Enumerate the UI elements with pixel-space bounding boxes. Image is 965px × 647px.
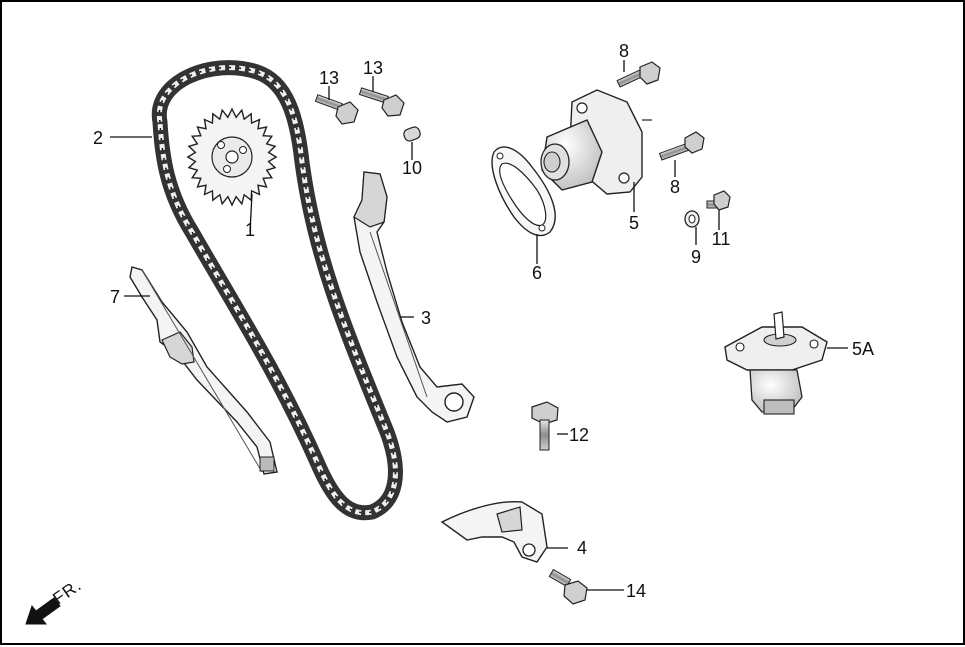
dowel-pin-10 [403,126,421,142]
bolt-12 [531,401,559,451]
timing-chain [151,60,403,521]
callout-8-top: 8 [619,41,629,61]
callout-2: 2 [93,128,103,148]
callout-6: 6 [532,263,542,283]
bolt-11 [706,190,731,211]
callout-5a: 5A [852,339,874,359]
tensioner-gasket [491,146,556,237]
front-arrow-icon [25,597,61,625]
chain-tensioner-slipper [353,171,475,423]
callout-13-left: 13 [319,68,339,88]
bolt-8-top [616,61,661,88]
callout-8-mid: 8 [670,177,680,197]
leader-lines [110,60,848,591]
bolt-13-right [358,87,405,117]
tensioner-lifter-alt [724,311,828,415]
callout-3: 3 [421,308,431,328]
bolt-13-left [314,94,359,125]
callout-7: 7 [110,287,120,307]
callout-10: 10 [402,158,422,178]
callout-11: 11 [712,229,731,249]
callout-12: 12 [569,425,589,445]
bolt-8-mid [658,131,705,161]
callout-labels: 2 1 7 3 4 5 5A 6 8 8 9 10 11 12 13 13 14 [93,41,874,601]
tensioner-lifter [540,89,652,195]
callout-5: 5 [629,213,639,233]
bolt-14 [548,568,588,605]
callout-1: 1 [245,220,255,240]
callout-4: 4 [577,538,587,558]
tensioner-bracket [440,500,548,563]
cam-sprocket [186,107,278,207]
washer-9 [684,210,700,228]
callout-13-right: 13 [363,58,383,78]
chain-guide [129,266,278,475]
callout-14: 14 [626,581,646,601]
front-direction-indicator: FR. [25,575,85,625]
callout-9: 9 [691,247,701,267]
